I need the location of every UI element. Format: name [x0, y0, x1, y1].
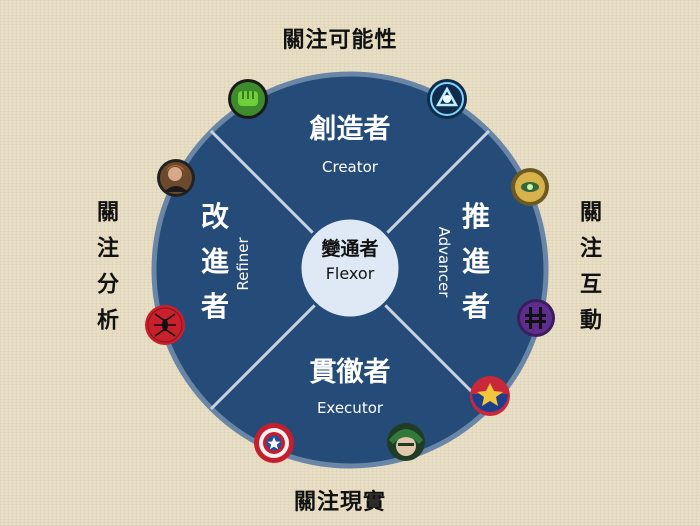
- spider-man-icon: [145, 305, 185, 345]
- green-arrow-icon: [387, 423, 425, 461]
- quadrant-title-refiner-1: 改: [201, 200, 229, 233]
- label-focus-interaction: 關注互動: [576, 200, 601, 344]
- quadrant-title-refiner-3: 者: [201, 290, 229, 323]
- quadrant-subtitle-refiner: Refiner: [234, 237, 252, 291]
- doctor-strange-amulet-icon: [511, 168, 549, 206]
- quadrant-title-advancer-3: 者: [462, 290, 490, 323]
- quadrant-subtitle-executor: Executor: [317, 399, 384, 417]
- captain-america-shield-icon: [254, 423, 294, 463]
- black-widow-portrait-icon: [157, 159, 195, 197]
- hulk-fist-icon: [228, 79, 268, 119]
- quadrant-title-executor: 貫徹者: [310, 357, 391, 388]
- quadrant-subtitle-advancer: Advancer: [435, 227, 453, 299]
- quadrant-title-creator: 創造者: [310, 114, 391, 145]
- quadrant-title-advancer-1: 推: [462, 200, 490, 233]
- center-circle: [298, 216, 402, 320]
- center-title: 變通者: [321, 237, 378, 260]
- iron-man-arc-reactor-icon: [427, 79, 467, 119]
- label-focus-reality: 關注現實: [293, 490, 386, 515]
- hawkeye-icon: [517, 299, 555, 337]
- quadrant-title-refiner-2: 進: [201, 245, 229, 278]
- quadrant-title-advancer-2: 進: [462, 245, 490, 278]
- captain-marvel-icon: [470, 376, 510, 416]
- label-focus-analysis: 關注分析: [93, 200, 118, 344]
- label-focus-possibility: 關注可能性: [282, 28, 398, 53]
- quadrant-subtitle-creator: Creator: [322, 158, 379, 176]
- center-subtitle: Flexor: [326, 264, 375, 283]
